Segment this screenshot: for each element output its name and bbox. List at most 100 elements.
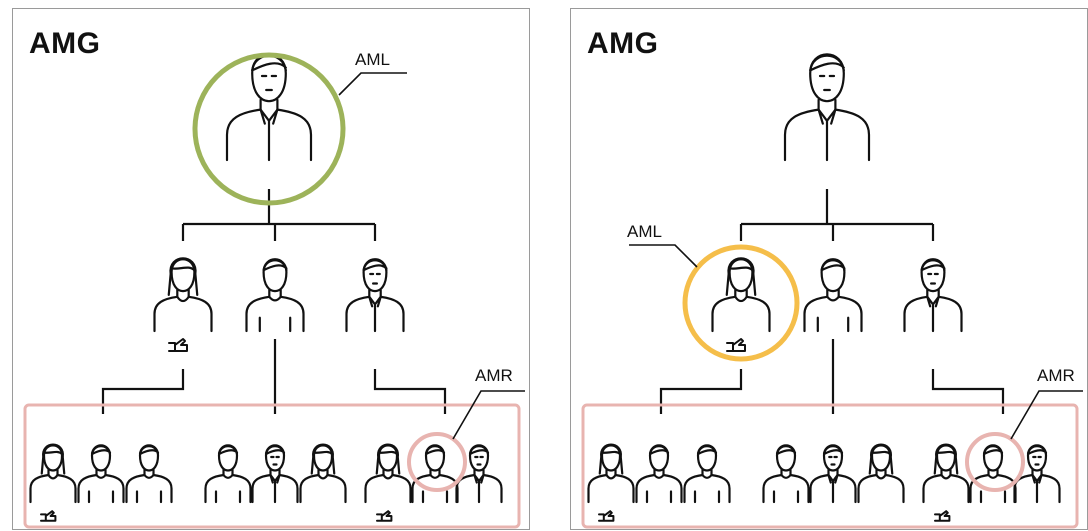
bottom-person-1-1 xyxy=(587,443,635,504)
shoulders xyxy=(922,473,970,504)
hair xyxy=(310,443,336,475)
hair xyxy=(262,259,288,272)
hair xyxy=(375,443,401,475)
panel-title: AMG xyxy=(29,27,101,60)
hair xyxy=(362,259,388,272)
face xyxy=(474,455,484,466)
bottom-person-3-3 xyxy=(455,444,503,504)
hand-icon xyxy=(39,510,57,522)
shoulders xyxy=(857,473,905,504)
collar-tie xyxy=(1031,473,1043,504)
hair xyxy=(775,445,797,456)
panel-title: AMG xyxy=(587,27,659,60)
hair xyxy=(424,445,446,456)
collar xyxy=(382,473,394,480)
face xyxy=(927,272,939,285)
bottom-person-1-1 xyxy=(29,443,77,504)
hand-shape xyxy=(597,510,615,522)
hair xyxy=(167,257,199,297)
face xyxy=(818,74,836,92)
bottom-person-3-1 xyxy=(922,443,970,504)
leader-callout-label: AML xyxy=(627,222,662,241)
hair xyxy=(598,443,624,475)
representative-ring xyxy=(407,432,467,492)
shoulders xyxy=(153,295,213,333)
neck xyxy=(826,289,840,298)
collar-tie xyxy=(827,473,839,504)
connector-bottom xyxy=(101,339,447,414)
shoulders xyxy=(251,473,299,504)
collar xyxy=(734,295,748,303)
collar-arms xyxy=(87,473,115,504)
hair xyxy=(648,445,670,456)
representative-callout-line xyxy=(1010,390,1083,440)
collar-arms xyxy=(214,473,242,504)
collar-tie xyxy=(259,108,279,162)
collar-tie xyxy=(269,473,281,504)
neck xyxy=(176,289,190,298)
collar-arms xyxy=(979,473,1007,504)
hair xyxy=(920,259,946,272)
panel-right: AMG AML AMR xyxy=(570,8,1088,530)
leader-ring xyxy=(682,244,800,362)
hand-icon xyxy=(933,510,951,522)
hand-icon xyxy=(375,510,393,522)
hair xyxy=(468,445,490,456)
collar xyxy=(605,473,617,480)
collar-arms xyxy=(421,473,449,504)
shoulders xyxy=(803,295,863,333)
shoulders xyxy=(683,473,731,504)
representative-callout-label: AMR xyxy=(1037,366,1075,385)
shoulders xyxy=(762,473,810,504)
hand-shape xyxy=(168,338,188,352)
bottom-person-3-2 xyxy=(411,444,459,504)
hair xyxy=(138,445,160,456)
group-box xyxy=(23,403,521,529)
org-diagram xyxy=(581,53,1083,529)
hair xyxy=(820,259,846,272)
shoulders xyxy=(903,295,963,333)
shoulders xyxy=(635,473,683,504)
hand-icon xyxy=(168,338,188,352)
collar-tie xyxy=(368,295,382,333)
top-leader-person xyxy=(783,53,871,162)
shoulders xyxy=(125,473,173,504)
head-outline xyxy=(870,444,892,472)
leader-ring xyxy=(192,52,346,206)
face xyxy=(369,272,381,285)
bottom-person-2-1 xyxy=(204,444,252,504)
shoulders xyxy=(29,473,77,504)
neck xyxy=(259,98,279,111)
head-outline xyxy=(42,444,64,472)
bottom-person-2-3 xyxy=(299,443,347,504)
hand-icon xyxy=(726,338,746,352)
collar-arms xyxy=(645,473,673,504)
representative-callout-label: AMR xyxy=(475,366,513,385)
connector-top xyxy=(181,189,377,241)
hair xyxy=(1026,445,1048,456)
hand-shape xyxy=(726,338,746,352)
mid-person-2 xyxy=(245,258,305,333)
shoulders xyxy=(587,473,635,504)
head-outline xyxy=(312,444,334,472)
collar xyxy=(875,473,887,480)
head-outline xyxy=(728,258,754,293)
hair xyxy=(217,445,239,456)
face xyxy=(828,455,838,466)
org-diagram xyxy=(23,52,525,529)
mid-person-1 xyxy=(711,257,771,333)
hair xyxy=(933,443,959,475)
hair xyxy=(868,443,894,475)
shoulders xyxy=(345,295,405,333)
shoulders xyxy=(711,295,771,333)
connector-top xyxy=(739,189,935,241)
mid-person-3 xyxy=(345,258,405,333)
leader-callout-label: AML xyxy=(355,50,390,69)
hair xyxy=(982,445,1004,456)
face xyxy=(270,455,280,466)
mid-person-3 xyxy=(903,258,963,333)
top-leader-person xyxy=(225,53,313,162)
bottom-person-2-1 xyxy=(762,444,810,504)
shoulders xyxy=(77,473,125,504)
collar-arms xyxy=(816,295,850,333)
